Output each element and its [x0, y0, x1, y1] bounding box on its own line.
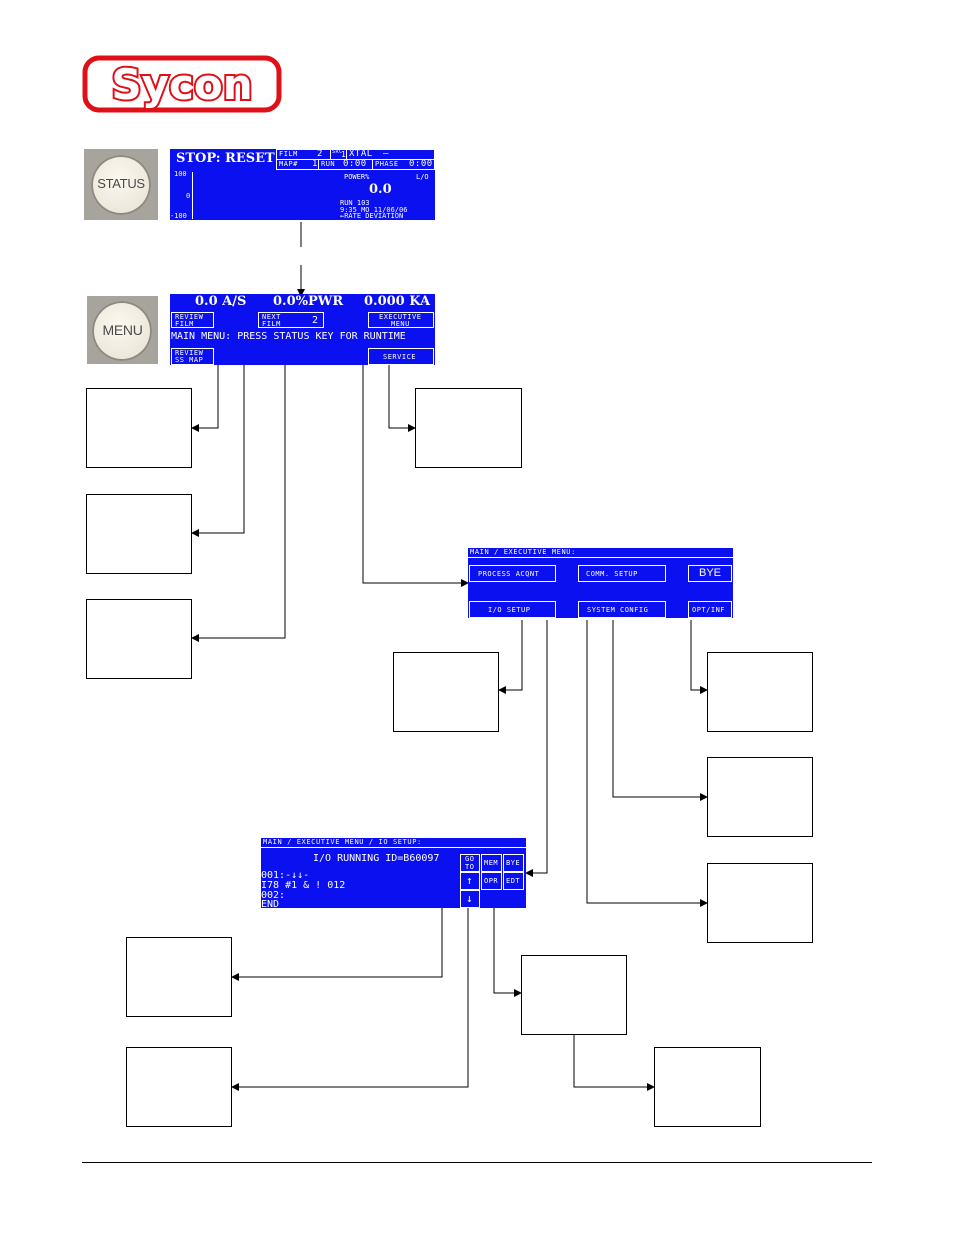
logo-text: Sycon: [111, 60, 252, 109]
io-bye-softkey[interactable]: BYE: [503, 854, 524, 872]
review-ss-map-softkey[interactable]: REVIEW SS MAP: [171, 348, 214, 365]
opr-screen-placeholder: [521, 955, 627, 1035]
opt-inf-softkey[interactable]: OPT/INF: [688, 601, 732, 618]
axis-top: 100: [174, 170, 187, 178]
edt-softkey[interactable]: EDT: [503, 872, 524, 890]
rate-deviation-label: ←RATE DEVIATION: [340, 212, 404, 220]
next-film-screen-placeholder: [86, 494, 192, 574]
menu-key[interactable]: MENU: [87, 296, 158, 364]
status-title: STOP: RESET: [176, 151, 275, 166]
status-key-label: STATUS: [97, 176, 145, 191]
run-number: RUN 103: [340, 199, 370, 207]
lo-label: L/O: [416, 173, 429, 181]
io-setup-softkey[interactable]: I/O SETUP: [469, 601, 556, 618]
executive-breadcrumb: MAIN / EXECUTIVE MENU:: [470, 548, 576, 556]
next-film-softkey[interactable]: NEXT FILM 2: [258, 312, 324, 328]
io-setup-screen: MAIN / EXECUTIVE MENU / IO SETUP: I/O RU…: [261, 838, 526, 910]
mem-softkey[interactable]: MEM: [481, 854, 502, 872]
power-readout: 0.0%PWR: [273, 294, 344, 309]
io-breadcrumb: MAIN / EXECUTIVE MENU / IO SETUP:: [263, 838, 422, 846]
down-softkey[interactable]: ↓: [460, 890, 480, 908]
up-softkey[interactable]: ↑: [460, 872, 480, 890]
menu-key-cap: [92, 301, 152, 361]
run-cell: RUN 0:00: [318, 159, 373, 170]
graph-axis-line: [192, 172, 193, 219]
main-menu-hint: MAIN MENU: PRESS STATUS KEY FOR RUNTIME: [171, 331, 406, 342]
main-menu-screen: 0.0 A/S 0.0%PWR 0.000 KA REVIEW FILM NEX…: [170, 294, 435, 365]
io-running-status: I/O RUNNING ID=B60097: [313, 853, 440, 864]
io-line-1: 001:-↓↓-: [261, 870, 310, 881]
io-breadcrumb-divider: [261, 847, 526, 848]
process-acqnt-screen-placeholder: [393, 652, 499, 732]
goto-softkey[interactable]: GO TO: [460, 854, 480, 872]
review-film-screen-placeholder: [86, 388, 192, 468]
breadcrumb-divider: [468, 557, 733, 558]
map-cell: MAP# 1: [276, 159, 319, 170]
io-line-2: I78 #1 & ! 012: [261, 880, 346, 891]
process-acqnt-softkey[interactable]: PROCESS ACQNT: [469, 565, 556, 582]
comm-setup-screen-placeholder: [707, 757, 813, 837]
system-config-softkey[interactable]: SYSTEM CONFIG: [578, 601, 666, 618]
status-key-cap: [91, 155, 151, 215]
executive-menu-screen: MAIN / EXECUTIVE MENU: PROCESS ACQNT COM…: [468, 548, 733, 618]
axis-bottom: -100: [170, 212, 187, 220]
rate-readout: 0.0 A/S: [195, 294, 247, 309]
status-key[interactable]: STATUS: [84, 149, 158, 220]
sycon-logo: Sycon: [82, 55, 282, 113]
io-line-3: 002:: [261, 890, 286, 901]
power-label: POWER%: [344, 173, 370, 181]
axis-mid: 0: [186, 192, 191, 200]
comm-setup-softkey[interactable]: COMM. SETUP: [578, 565, 666, 582]
thickness-readout: 0.000 KA: [364, 294, 431, 309]
power-value: 0.0: [369, 182, 392, 197]
goto-screen-placeholder: [126, 937, 232, 1017]
review-film-softkey[interactable]: REVIEW FILM: [171, 312, 214, 328]
executive-menu-softkey[interactable]: EXECUTIVE MENU: [368, 312, 434, 328]
footer-rule: [82, 1162, 872, 1163]
io-line-4: END: [261, 899, 280, 910]
clock-date: 9:35 MO 11/06/06: [340, 206, 408, 214]
opr-softkey[interactable]: OPR: [481, 872, 502, 890]
opt-inf-screen-placeholder: [707, 652, 813, 732]
phase-cell: PHASE 0:00: [372, 159, 435, 170]
status-screen: STOP: RESET FILM 2 SRC 1 XTAL — MAP# 1 R…: [170, 149, 435, 220]
system-config-screen-placeholder: [707, 863, 813, 943]
service-softkey[interactable]: SERVICE: [368, 348, 434, 365]
service-screen-placeholder: [415, 388, 522, 468]
bye-softkey[interactable]: BYE: [688, 565, 732, 582]
down-screen-placeholder: [126, 1047, 232, 1127]
opr-sub-screen-placeholder: [654, 1047, 761, 1127]
review-ss-map-screen-placeholder: [86, 599, 192, 679]
menu-key-label: MENU: [102, 322, 143, 338]
